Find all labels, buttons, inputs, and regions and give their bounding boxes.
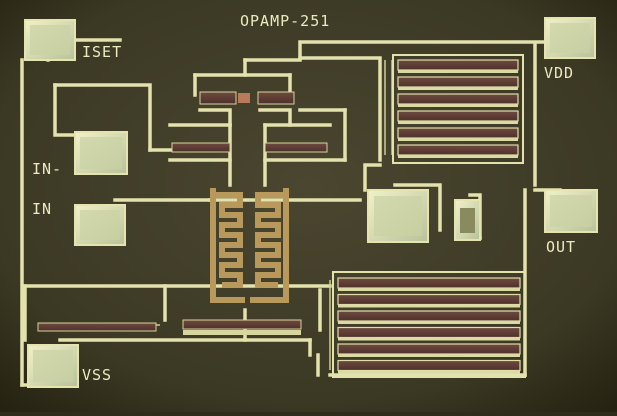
chip-title: OPAMP-251 — [240, 12, 331, 30]
upper-finger-0-strap — [398, 70, 518, 73]
mid-transistors — [171, 91, 328, 153]
pin-label-iset: ISET — [82, 43, 123, 61]
upper-finger-0 — [397, 59, 519, 71]
lower-finger-5-strap — [338, 370, 520, 374]
lower-transistor-bank — [332, 271, 526, 378]
upper-finger-5-strap — [398, 155, 518, 158]
lower-finger-0 — [337, 277, 521, 289]
upper-finger-2-strap — [398, 104, 518, 107]
lower-finger-2 — [337, 310, 521, 322]
lower-finger-4-strap — [338, 354, 520, 357]
pin-label-in: IN — [32, 200, 53, 218]
upper-finger-4-strap — [398, 138, 518, 141]
upper-transistor-bank — [392, 54, 524, 164]
upper-finger-3-strap — [398, 121, 518, 124]
bond-pads — [24, 17, 598, 388]
lower-finger-0-strap — [338, 288, 520, 291]
lower-finger-4 — [337, 343, 521, 355]
lower-finger-3-strap — [338, 337, 520, 341]
upper-finger-5 — [397, 144, 519, 156]
lower-finger-1 — [337, 293, 521, 306]
upper-finger-2 — [397, 93, 519, 105]
upper-finger-3 — [397, 110, 519, 122]
upper-finger-1 — [397, 76, 519, 88]
upper-finger-4 — [397, 127, 519, 139]
lower-finger-2-strap — [338, 321, 520, 324]
lower-finger-1-strap — [338, 304, 520, 308]
upper-finger-1-strap — [398, 87, 518, 90]
lower-finger-3 — [337, 326, 521, 339]
pin-label-in-minus: IN- — [32, 160, 63, 178]
bottom-resistors — [37, 319, 302, 335]
lower-finger-5 — [337, 359, 521, 372]
pin-label-vss: VSS — [82, 366, 113, 384]
pin-label-out: OUT — [546, 238, 577, 256]
pin-label-vdd: VDD — [544, 64, 575, 82]
compensation-capacitor — [210, 188, 289, 303]
